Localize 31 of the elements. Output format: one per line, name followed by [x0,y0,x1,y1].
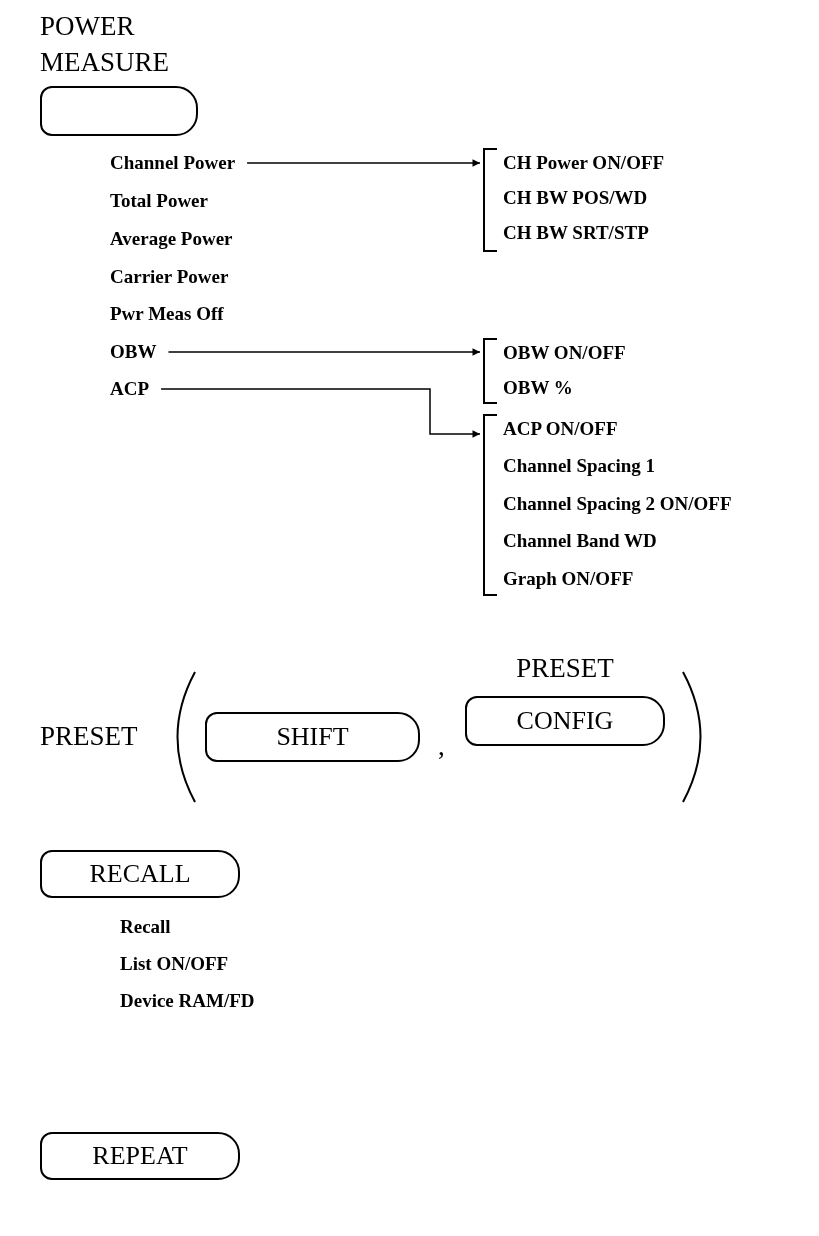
menu-item: CH Power ON/OFF [503,150,665,176]
key-label: POWER MEASURE [40,10,170,79]
menu-item: OBW % [503,375,573,401]
menu-item: Channel Band WD [503,528,657,554]
comma-separator: , [438,730,445,763]
menu-item: Channel Spacing 1 [503,453,656,479]
key-button: RECALL [40,850,240,898]
menu-item: ACP [110,376,150,402]
key-button: SHIFT [205,712,420,762]
menu-item: Recall [120,915,171,939]
key-button: CONFIG [465,696,665,746]
key-label: PRESET [40,720,138,753]
arrow [246,159,481,167]
key-label: PRESET [515,652,615,685]
menu-item: List ON/OFF [120,952,229,976]
menu-item: Carrier Power [110,265,229,289]
menu-item: CH BW SRT/STP [503,220,649,246]
menu-item: Channel Power [110,150,236,176]
key-button: REPEAT [40,1132,240,1180]
menu-item: Total Power [110,189,208,213]
menu-item: Average Power [110,227,233,251]
menu-item: ACP ON/OFF [503,416,618,442]
menu-item: OBW ON/OFF [503,340,626,366]
menu-item: CH BW POS/WD [503,185,648,211]
menu-item: Device RAM/FD [120,989,255,1013]
menu-item: Channel Spacing 2 ON/OFF [503,491,732,517]
menu-item: Graph ON/OFF [503,566,634,592]
menu-item: Pwr Meas Off [110,302,224,326]
menu-item: OBW [110,339,157,365]
arrow [167,348,481,356]
arrow [160,388,481,438]
